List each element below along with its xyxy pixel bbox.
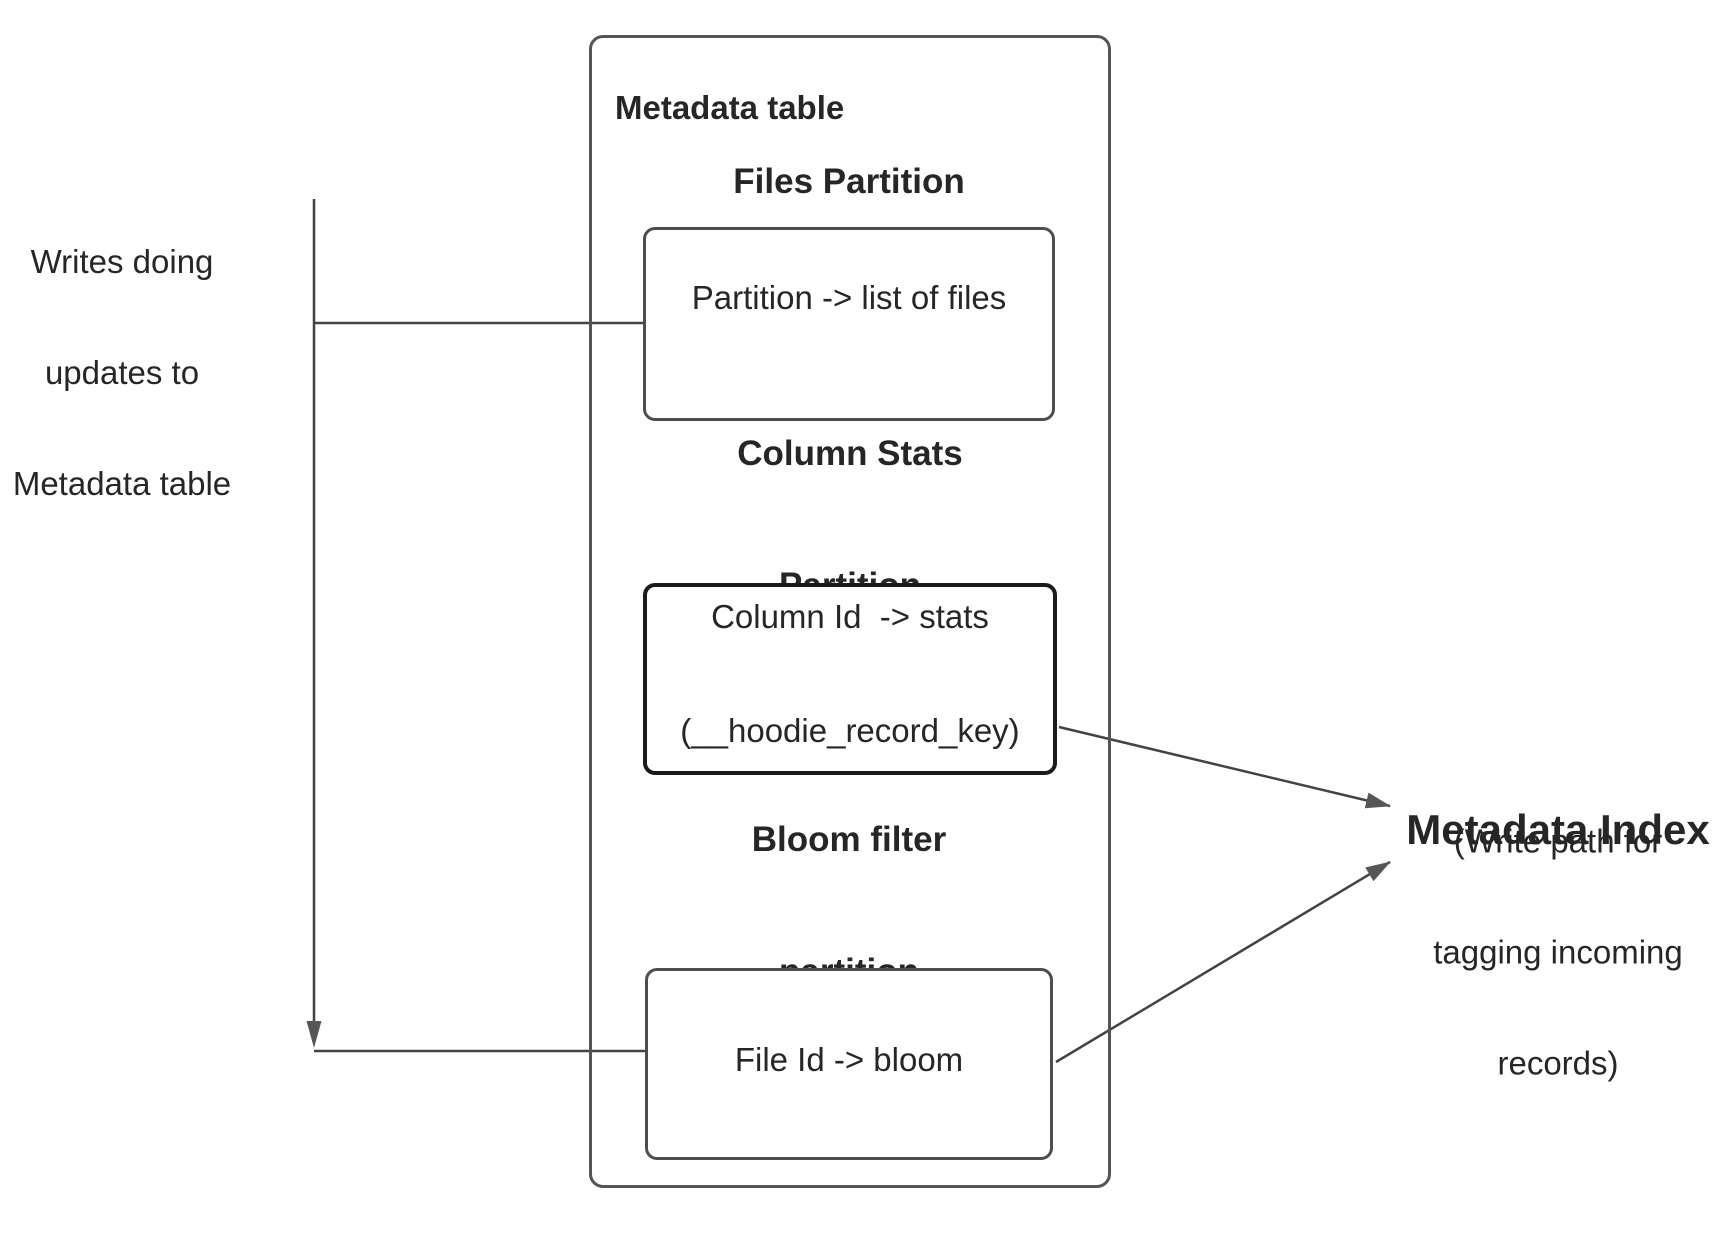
- metadata-index-title: Metadata Index: [1406, 806, 1710, 853]
- bloom-filter-partition-box: [645, 968, 1053, 1160]
- metadata-index-note-line1: (Write path for: [1453, 822, 1663, 860]
- bloom-filter-box-text: File Id -> bloom: [734, 1041, 964, 1078]
- column-stats-to-index-arrow: [1058, 725, 1391, 809]
- writes-note-line1: Writes doing: [30, 243, 214, 280]
- files-partition-box: [643, 227, 1055, 421]
- files-partition-heading: Files Partition: [733, 162, 965, 201]
- bloom-heading-line1: Bloom filter: [751, 820, 947, 859]
- metadata-index-note: (Write path for tagging incoming records…: [1358, 749, 1718, 1156]
- metadata-table-title: Metadata table: [615, 89, 845, 126]
- column-stats-box-text: Column Id -> stats (__hoodie_record_key): [643, 522, 1057, 826]
- column-stats-partition-box: [643, 583, 1057, 775]
- writes-note: Writes doing updates to Metadata table: [12, 169, 232, 576]
- writes-note-line2: updates to: [44, 354, 200, 391]
- column-stats-box-line2: (__hoodie_record_key): [680, 712, 1020, 749]
- bloom-to-index-arrow: [1055, 860, 1391, 1064]
- metadata-index-note-line3: records): [1497, 1044, 1619, 1082]
- metadata-table-box: [589, 35, 1111, 1188]
- files-partition-box-text: Partition -> list of files: [691, 279, 1007, 316]
- metadata-index-note-line2: tagging incoming: [1433, 933, 1683, 971]
- down-arrowhead-icon: [306, 1021, 322, 1048]
- column-stats-box-line1: Column Id -> stats: [711, 598, 989, 635]
- writes-note-line3: Metadata table: [12, 465, 232, 502]
- column-stats-heading-line1: Column Stats: [737, 434, 963, 473]
